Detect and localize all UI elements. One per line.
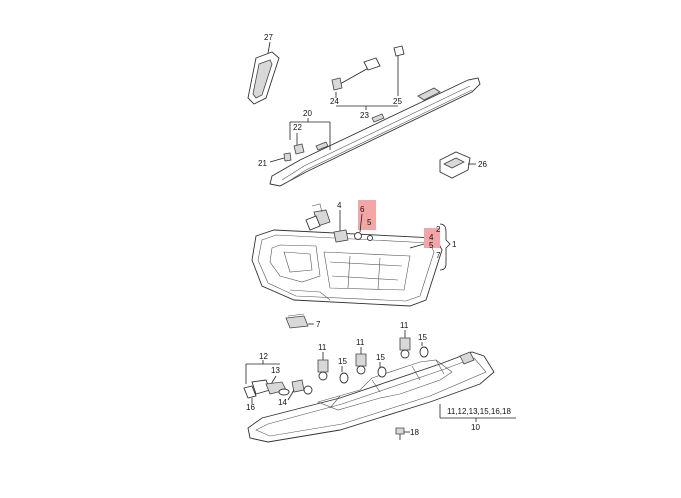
- callout-group-10: 11,12,13,15,16,18 10: [439, 404, 516, 432]
- part-14-socket: 14: [278, 379, 313, 407]
- callout-12: 12: [259, 352, 268, 361]
- callout-6: 6: [360, 205, 365, 214]
- callout-5: 5: [367, 218, 372, 227]
- part-10-lower-lamp: [247, 351, 495, 443]
- callout-14: 14: [278, 398, 287, 407]
- callout-group-1: 2 4 5 7 1: [409, 223, 457, 271]
- part-1-tail-lamp: [251, 229, 443, 307]
- part-26-holder: 26: [439, 151, 487, 179]
- highlight-box-4-5: [424, 228, 440, 248]
- part-4-connector: 4: [305, 201, 349, 243]
- part-20-bracket-group: 20 22 21: [258, 109, 331, 168]
- callout-16: 16: [246, 403, 255, 412]
- callout-4: 4: [337, 201, 342, 210]
- callout-group-10-parts: 11,12,13,15,16,18: [447, 407, 511, 416]
- callout-15b: 15: [376, 353, 385, 362]
- callout-1: 1: [452, 240, 457, 249]
- callout-24: 24: [330, 97, 339, 106]
- bulb-socket-c: 11 15: [399, 321, 429, 359]
- bulb-socket-b: 11 15: [355, 338, 387, 378]
- callout-23-group: 23: [336, 105, 398, 120]
- callout-ref-5: 5: [429, 241, 434, 250]
- callout-7: 7: [316, 320, 321, 329]
- bulb-socket-a: 11 15: [317, 343, 349, 384]
- callout-22: 22: [293, 123, 302, 132]
- callout-11c: 11: [400, 321, 409, 330]
- part-27-reflector: 27: [247, 33, 280, 105]
- callout-18: 18: [410, 428, 419, 437]
- callout-27: 27: [264, 33, 273, 42]
- callout-25: 25: [393, 97, 402, 106]
- callout-11b: 11: [356, 338, 365, 347]
- callout-20: 20: [303, 109, 312, 118]
- callout-ref-4: 4: [429, 233, 434, 242]
- callout-ref-7: 7: [436, 251, 441, 260]
- part-7-pad: 7: [285, 313, 321, 329]
- callout-11a: 11: [318, 343, 327, 352]
- callout-15a: 15: [338, 357, 347, 366]
- callout-21: 21: [258, 159, 267, 168]
- part-6-5-nut-washer: 6 5: [354, 200, 376, 241]
- callout-10: 10: [471, 423, 480, 432]
- callout-13: 13: [271, 366, 280, 375]
- part-25-clip: 25: [393, 45, 405, 106]
- part-12-13-socket: 12 13 16: [243, 352, 290, 412]
- part-23-trim-strip: [269, 77, 481, 187]
- callout-ref-2: 2: [436, 225, 441, 234]
- part-24-stud: 24: [330, 57, 381, 106]
- callout-26: 26: [478, 160, 487, 169]
- highlight-box-6-5: [358, 200, 376, 230]
- callout-23: 23: [360, 111, 369, 120]
- part-18-screw: 18: [395, 427, 419, 440]
- callout-15c: 15: [418, 333, 427, 342]
